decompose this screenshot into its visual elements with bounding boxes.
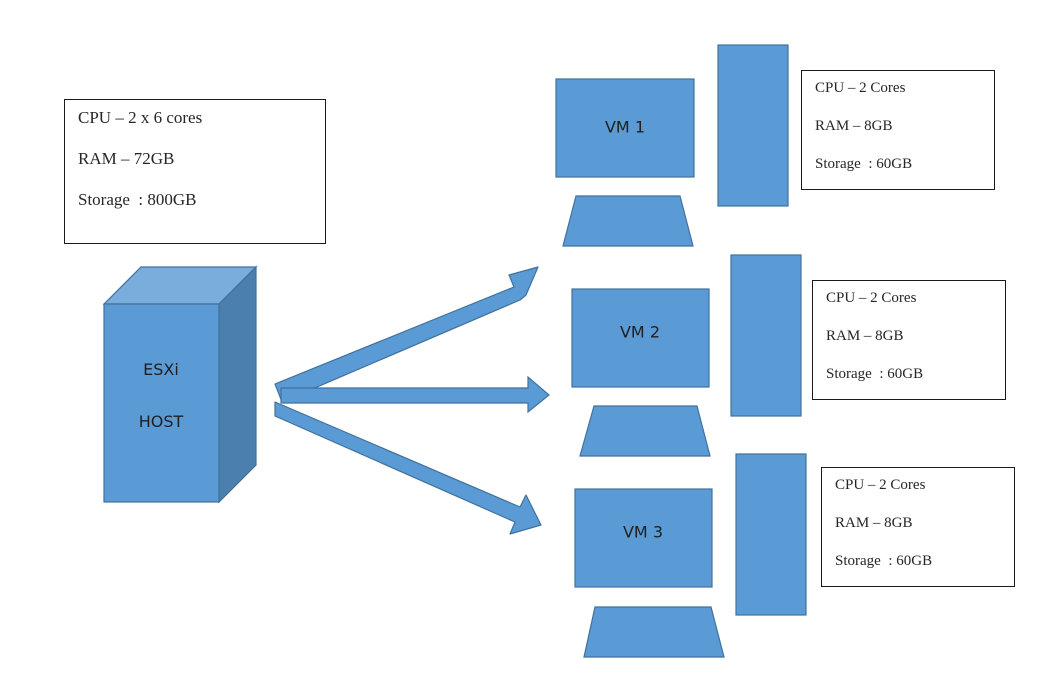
arrow-to-vm2 [280,375,550,414]
connection-arrows [274,266,550,535]
vm1-ram-spec: RAM – 8GB [815,118,893,134]
vm3-keyboard [583,606,725,658]
vm3-ram-spec: RAM – 8GB [835,515,913,531]
vm2-tower [730,254,802,417]
host-label-line2: HOST [139,412,184,431]
vm1-cpu-spec: CPU – 2 Cores [815,80,906,96]
server-cube-side [218,265,257,504]
host-spec-box: CPU – 2 x 6 cores RAM – 72GB Storage : 8… [64,99,326,244]
host-storage-spec: Storage : 800GB [78,190,197,209]
vm2-spec-box: CPU – 2 Cores RAM – 8GB Storage : 60GB [812,280,1006,400]
vm3-computer: VM 3 [574,453,807,658]
vm1-tower [717,44,789,207]
vm3-spec-box: CPU – 2 Cores RAM – 8GB Storage : 60GB [821,467,1015,587]
vm1-storage-spec: Storage : 60GB [815,156,913,172]
vm1-keyboard [562,195,694,247]
vm3-storage-spec: Storage : 60GB [835,553,933,569]
vm2-ram-spec: RAM – 8GB [826,328,904,344]
vm2-computer: VM 2 [571,254,802,457]
vm3-label: VM 3 [623,523,663,542]
arrow-to-vm1 [274,266,539,403]
vm2-label: VM 2 [620,323,660,342]
vm2-keyboard [579,405,711,457]
vm3-monitor [574,488,713,588]
esxi-host-server: ESXi HOST [102,265,258,504]
vm1-spec-box: CPU – 2 Cores RAM – 8GB Storage : 60GB [801,70,995,190]
vm1-label: VM 1 [605,118,645,137]
vm2-storage-spec: Storage : 60GB [826,366,924,382]
vm1-monitor [555,78,695,178]
vm3-tower [735,453,807,616]
host-ram-spec: RAM – 72GB [78,149,175,168]
vm1-computer: VM 1 [555,44,789,247]
vm3-cpu-spec: CPU – 2 Cores [835,477,926,493]
vm2-cpu-spec: CPU – 2 Cores [826,290,917,306]
host-cpu-spec: CPU – 2 x 6 cores [78,108,203,127]
arrow-to-vm3 [274,401,542,535]
host-label-line1: ESXi [143,360,179,379]
server-cube-front [103,303,220,503]
vm2-monitor [571,288,710,388]
